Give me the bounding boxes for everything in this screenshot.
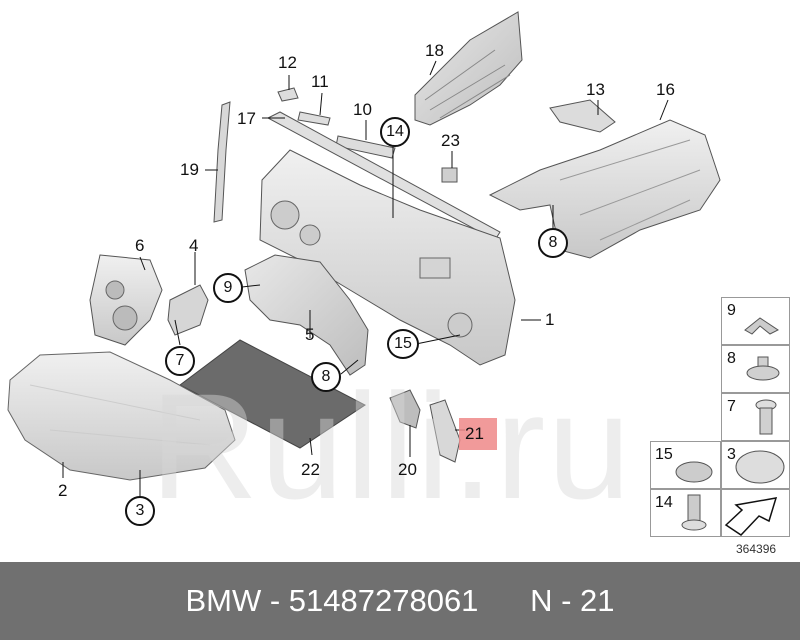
parts-diagram: Rulli.ru 1 2 4 5 6 10 11 12 13 16 17 18 …: [7, 11, 790, 556]
footer-bar: BMW - 51487278061 N - 21: [0, 562, 800, 640]
label-16: 16: [656, 80, 675, 99]
part-16: [488, 119, 721, 259]
part-6: [89, 254, 163, 346]
label-12: 12: [278, 53, 297, 72]
part-2: [7, 351, 236, 481]
label-20: 20: [398, 460, 417, 479]
label-11: 11: [311, 72, 329, 91]
label-5: 5: [305, 325, 315, 344]
label-2: 2: [58, 481, 68, 500]
label-22: 22: [301, 460, 320, 479]
label-21: 21: [465, 424, 484, 443]
leader-lines: [62, 60, 669, 498]
circled-label-8-right: 8: [538, 228, 568, 258]
part-20: [389, 389, 421, 429]
label-6: 6: [135, 236, 145, 255]
legend-num-9: 9: [727, 302, 736, 319]
circled-label-9: 9: [213, 273, 243, 303]
label-18: 18: [425, 41, 444, 60]
image-id: 364396: [736, 542, 777, 556]
footer-text: BMW - 51487278061 N - 21: [185, 583, 615, 618]
label-10: 10: [353, 100, 372, 119]
part-11: [297, 111, 331, 126]
circled-label-7: 7: [165, 346, 195, 376]
legend-num-8: 8: [727, 350, 736, 367]
label-19: 19: [180, 160, 199, 179]
legend-cell-14: [650, 489, 721, 537]
part-5: [244, 254, 369, 376]
circled-label-3: 3: [125, 496, 155, 526]
part-12: [277, 87, 299, 102]
diagram-drawing: [7, 11, 785, 536]
legend-num-15: 15: [655, 446, 673, 463]
part-4: [167, 284, 209, 336]
circled-label-15: 15: [387, 329, 419, 359]
legend-cell-arrow: [721, 489, 790, 537]
highlight-21: [459, 418, 497, 450]
part-21: [429, 399, 461, 463]
watermark: Rulli.ru: [150, 362, 633, 530]
part-19: [213, 101, 231, 223]
label-13: 13: [586, 80, 605, 99]
legend-num-7: 7: [727, 398, 736, 415]
circled-label-8-left: 8: [311, 362, 341, 392]
part-22: [179, 339, 366, 449]
label-23: 23: [441, 131, 460, 150]
part-17: [266, 111, 501, 241]
legend-num-3: 3: [727, 446, 736, 463]
label-17: 17: [237, 109, 256, 128]
legend-num-14: 14: [655, 494, 673, 511]
label-1: 1: [545, 310, 555, 329]
label-4: 4: [189, 236, 199, 255]
part-23: [441, 167, 458, 183]
circled-label-14: 14: [380, 117, 410, 147]
part-13: [549, 99, 616, 133]
